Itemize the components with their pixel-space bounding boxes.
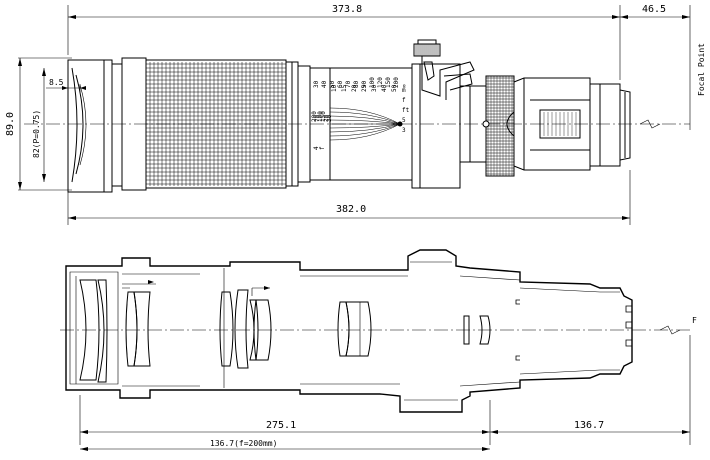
label-focal-f: F (692, 316, 697, 325)
distance-mark: 200 (393, 77, 400, 88)
distance-mark: 60 (337, 80, 344, 88)
second-lens-group (122, 280, 156, 367)
aperture-mark: f (319, 146, 326, 150)
zoom-mark: 70 (314, 114, 321, 122)
label-optical-length: 275.1 (266, 420, 296, 431)
aperture-mark: 4 (313, 146, 320, 150)
distance-mark: ∞ (401, 84, 408, 88)
external-view: 373.8 46.5 Focal Point 89.0 82(P=0.75) (5, 3, 706, 225)
misc-mark: ft (402, 107, 410, 114)
distance-mark: 100 (369, 77, 376, 88)
zoom-mark: 20 (323, 114, 330, 122)
front-ring (111, 63, 123, 187)
label-focal-note: 136.7(f=200mm) (210, 439, 277, 448)
third-lens-group (219, 286, 272, 369)
front-lens-group (75, 276, 108, 384)
zoom-mark: 30 (326, 114, 333, 122)
tripod-collar (411, 39, 475, 189)
label-diameter: 89.0 (5, 112, 16, 136)
distance-mark-ft: 15 (341, 84, 348, 92)
lens-hood (67, 59, 113, 193)
misc-mark: 3 (402, 127, 406, 134)
distance-mark: 80 (353, 80, 360, 88)
dim-optical-length: 275.1 (79, 395, 491, 445)
cross-section-view: F (60, 249, 697, 451)
misc-mark: f (402, 97, 406, 104)
distance-mark: 70 (345, 80, 352, 88)
rear-lens-group (463, 315, 491, 345)
focus-ring (459, 75, 515, 177)
dim-rear-length: 136.7 (490, 335, 691, 445)
distance-mark: 30 (313, 80, 320, 88)
distance-mark: 150 (385, 77, 392, 88)
label-filter-size: 82(P=0.75) (32, 110, 41, 158)
label-length-hood: 382.0 (336, 204, 366, 215)
label-focal-point: Focal Point (697, 43, 706, 96)
distance-mark-ft: 30 (371, 84, 378, 92)
distance-mark: 90 (361, 80, 368, 88)
label-rear-length: 136.7 (574, 420, 604, 431)
label-overall-length: 373.8 (332, 4, 362, 15)
dim-filter: 82(P=0.75) (32, 68, 46, 182)
focal-break-bottom (659, 325, 681, 335)
dim-overall-length: 373.8 (67, 3, 621, 80)
distance-mark-ft: 50 (391, 84, 398, 92)
focal-break-top (639, 119, 661, 129)
distance-mark-ft: 40 (381, 84, 388, 92)
label-hood-depth: 8.5 (49, 78, 64, 87)
distance-mark-ft: 10 (331, 84, 338, 92)
fourth-lens-group (337, 301, 372, 357)
misc-mark: m (402, 87, 406, 94)
distance-mark-ft: 20 (351, 84, 358, 92)
rear-body (482, 77, 631, 171)
misc-mark: 5 (402, 117, 406, 124)
dim-focal-note: 136.7(f=200mm) (80, 438, 490, 451)
distance-mark: 50 (329, 80, 336, 88)
distance-mark: 120 (377, 77, 384, 88)
label-focal-offset: 46.5 (642, 4, 666, 15)
distance-mark: 40 (321, 80, 328, 88)
dim-focal-offset: 46.5 (620, 4, 691, 130)
dim-length-hood: 382.0 (67, 170, 631, 225)
distance-mark-ft: 25 (361, 84, 368, 92)
zoom-grip (121, 57, 311, 191)
zoom-mark: 150 (320, 111, 327, 122)
dim-diameter: 89.0 (5, 57, 72, 191)
zoom-mark: 200 (311, 111, 318, 122)
zoom-mark: 100 (317, 111, 324, 122)
housing-outline (65, 249, 633, 413)
